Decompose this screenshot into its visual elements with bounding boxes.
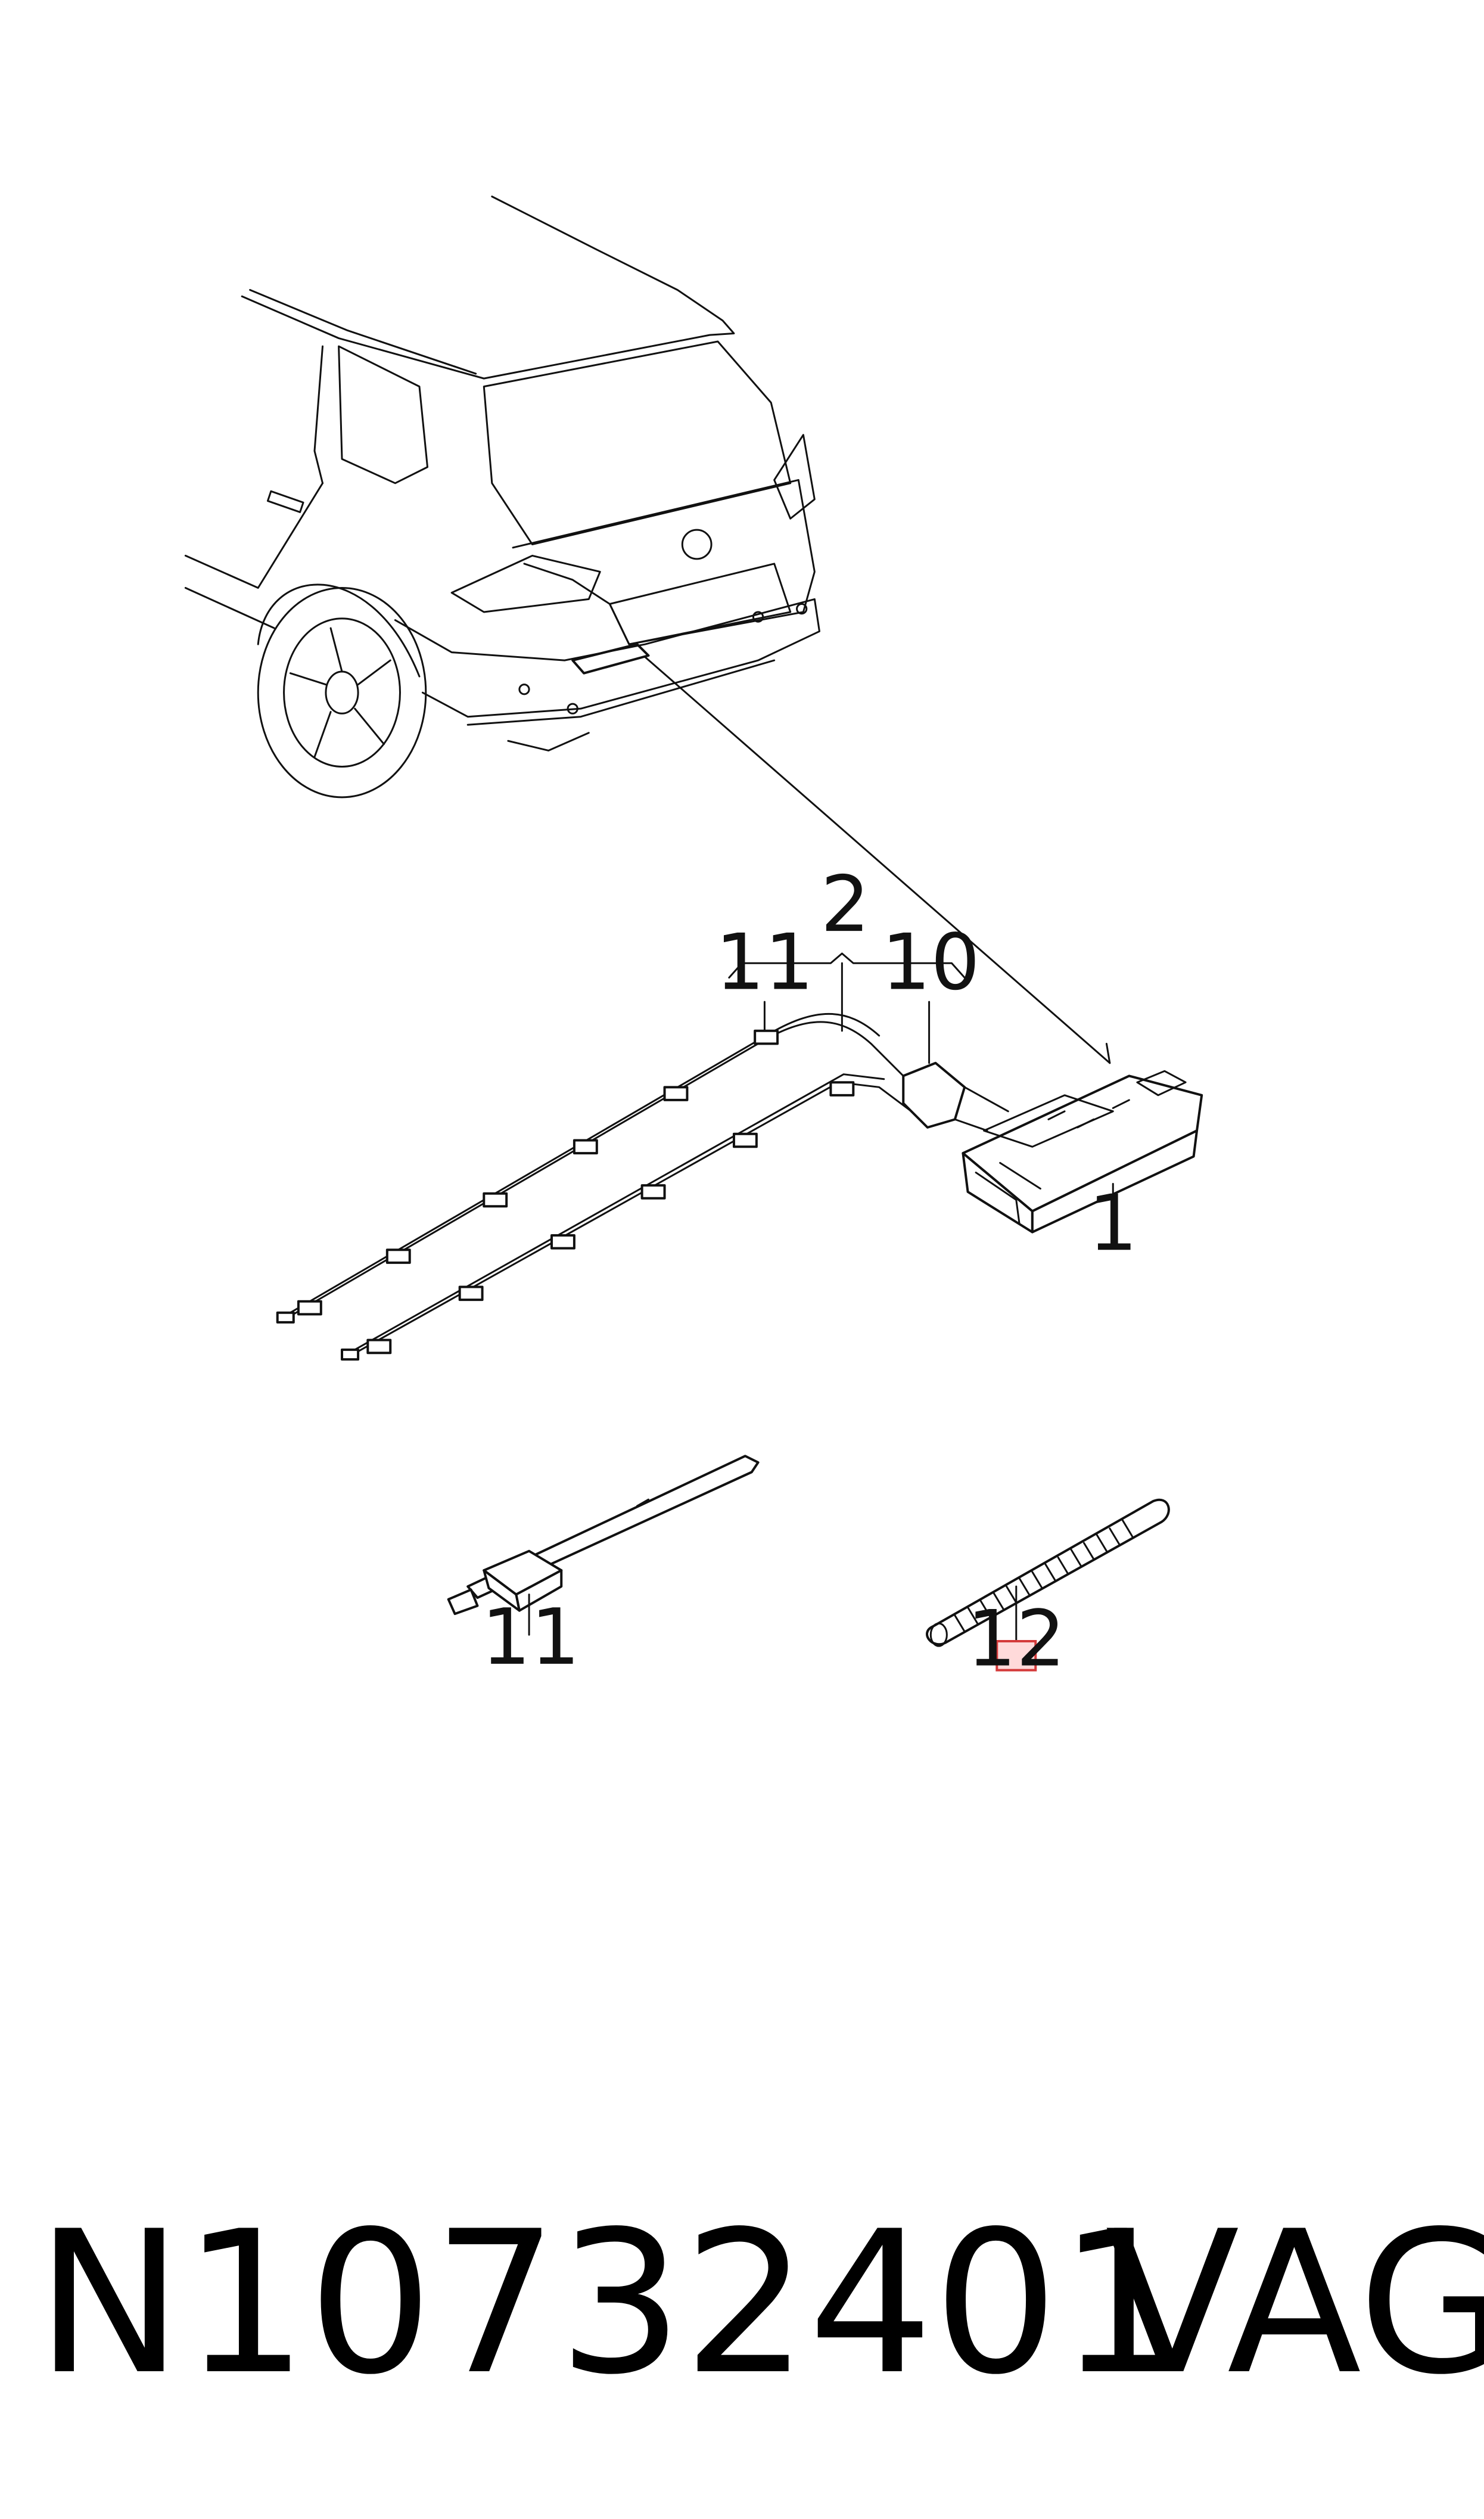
vehicle-bumper-lower	[468, 660, 774, 750]
callout-12: 12	[967, 1594, 1065, 1684]
wiring-harness	[278, 1014, 1009, 1359]
vehicle-wheel-arch	[258, 585, 419, 676]
callout-2: 2	[820, 859, 870, 949]
vehicle-hitch-location	[573, 644, 648, 673]
vehicle-roof-rail	[250, 290, 476, 374]
callout-1: 1	[1088, 1178, 1138, 1268]
part-number: N10732401	[36, 2189, 1184, 2418]
vehicle-body-side	[185, 483, 322, 628]
callout-11-top: 11	[715, 917, 814, 1008]
corrugated-tube	[927, 1500, 1169, 1646]
callout-10: 10	[882, 917, 980, 1008]
vehicle-plate-recess	[609, 564, 790, 644]
callout-11-bottom: 11	[481, 1592, 580, 1682]
vehicle-rear-bumper	[395, 599, 819, 716]
vehicle-door-handle	[267, 491, 303, 512]
control-unit	[963, 1043, 1202, 1232]
leader-line-vehicle-to-unit	[645, 657, 1110, 1063]
vehicle-sensor	[568, 704, 577, 713]
vehicle-tailgate	[513, 480, 814, 644]
vehicle-tail-light-left	[452, 555, 600, 612]
brand-name: VAG	[1105, 2189, 1484, 2418]
callout-12-highlight	[997, 1641, 1035, 1670]
vehicle-sensor	[753, 612, 763, 622]
vehicle-c-pillar	[315, 346, 323, 483]
vehicle-sensor	[519, 685, 529, 694]
vehicle-rear-tire	[258, 588, 426, 797]
vehicle-rim-spokes	[290, 628, 390, 757]
vehicle-side-window	[339, 346, 428, 483]
vehicle-illustration	[185, 197, 819, 797]
vehicle-hub	[326, 672, 358, 713]
vehicle-rear-rim	[284, 619, 400, 767]
vehicle-sensor	[797, 604, 807, 614]
vehicle-badge	[682, 530, 711, 559]
vehicle-rear-window	[484, 341, 790, 545]
bracket-item-2	[729, 953, 965, 978]
cable-tie	[449, 1456, 758, 1614]
vehicle-roof	[242, 197, 734, 378]
vehicle-tail-light-right	[774, 435, 815, 519]
